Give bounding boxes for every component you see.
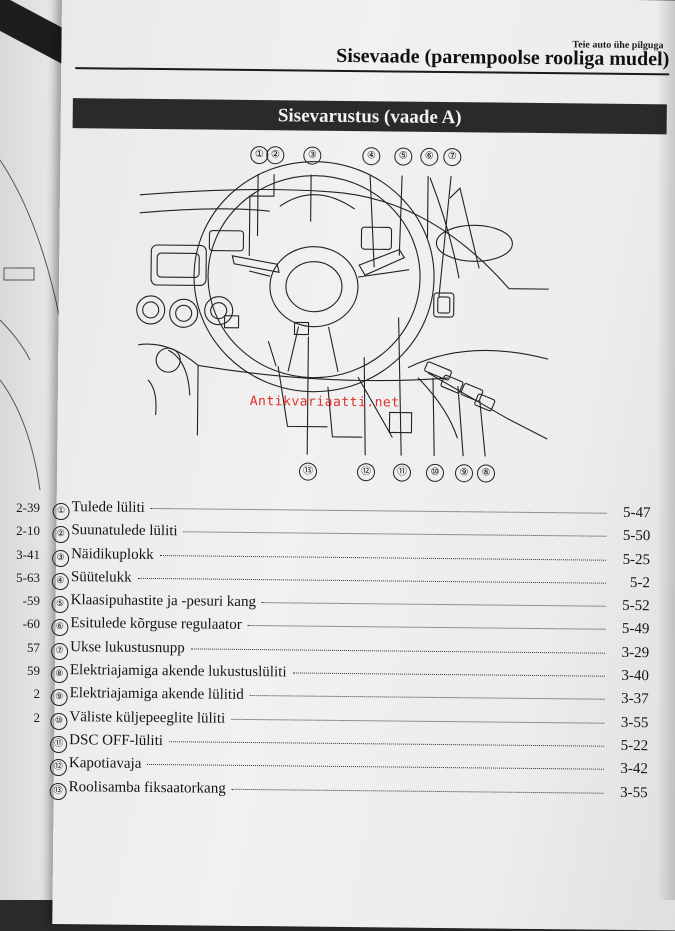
callout-6: ⑥ <box>420 147 439 166</box>
index-leader-dots <box>150 507 607 514</box>
index-page-ref: 5-2 <box>629 574 650 592</box>
index-page-ref: 3-55 <box>620 784 648 801</box>
index-leader-dots <box>147 764 604 770</box>
left-page-drawing <box>0 159 61 491</box>
callout-11: ⑪ <box>392 463 412 482</box>
callout-9: ⑨ <box>454 464 474 483</box>
index-label: Kapotiavaja <box>68 755 142 773</box>
left-num: 59 <box>27 663 40 679</box>
index-label: Näidikuplokk <box>71 545 154 563</box>
index-label: Klaasipuhastite ja -pesuri kang <box>70 592 257 611</box>
index-number: ⑫ <box>49 759 67 777</box>
index-page-ref: 3-40 <box>621 667 649 685</box>
interior-line-drawing <box>136 161 549 457</box>
index-leader-dots <box>262 602 606 607</box>
index-leader-dots <box>137 577 606 584</box>
index-number: ④ <box>51 572 69 590</box>
index-leader-dots <box>190 648 606 654</box>
callout-13: ⑬ <box>298 462 318 481</box>
callout-4: ④ <box>362 147 381 166</box>
callout-5: ⑤ <box>394 147 413 166</box>
index-leader-dots <box>231 788 604 794</box>
index-page-ref: 5-52 <box>622 598 650 615</box>
callout-2: ② <box>266 146 285 165</box>
page-title: Sisevaade (parempoolse rooliga mudel) <box>336 44 670 71</box>
index-leader-dots <box>231 718 605 724</box>
index-label: Roolisamba fiksaatorkang <box>68 778 226 797</box>
index-number: ② <box>52 526 70 544</box>
index-number: ① <box>52 502 70 521</box>
index-leader-dots <box>183 531 607 538</box>
index-number: ⑥ <box>51 619 69 637</box>
index-leader-dots <box>249 695 605 701</box>
left-num: -60 <box>22 616 40 632</box>
index-page-ref: 3-42 <box>620 761 648 778</box>
left-num: 2 <box>33 709 41 725</box>
index-label: DSC OFF-lüliti <box>69 732 164 750</box>
index-label: Suunatulede lüliti <box>71 522 178 540</box>
left-num: 3-41 <box>16 546 40 562</box>
section-header-bar: Sisevarustus (vaade A) <box>72 98 667 135</box>
index-page-ref: 5-22 <box>620 737 649 755</box>
index-page-ref: 3-55 <box>620 714 649 731</box>
index-leader-dots <box>292 672 605 677</box>
callout-7: ⑦ <box>443 148 462 167</box>
component-index: ① Tulede lüliti 5-47 ② Suunatulede lülit… <box>49 499 651 808</box>
left-num: 2-10 <box>16 523 40 539</box>
index-leader-dots <box>247 625 606 631</box>
callout-12: ⑫ <box>356 463 376 482</box>
watermark: Antikvariaatti.net <box>249 393 400 411</box>
index-page-ref: 5-49 <box>621 621 650 638</box>
index-number: ⑤ <box>51 596 69 614</box>
index-number: ⑪ <box>50 735 68 754</box>
index-label: Süütelukk <box>70 569 132 586</box>
index-page-ref: 3-37 <box>621 691 649 708</box>
index-row: ⑬ Roolisamba fiksaatorkang 3-55 <box>49 778 648 808</box>
index-page-ref: 5-25 <box>622 551 651 568</box>
left-num: 5-63 <box>16 569 40 585</box>
section-title: Sisevarustus (vaade A) <box>277 105 462 129</box>
interior-diagram <box>127 135 551 489</box>
index-page-ref: 5-47 <box>623 504 651 522</box>
index-number: ⑧ <box>50 665 68 684</box>
left-num: 57 <box>27 639 40 655</box>
index-label: Väliste küljepeeglite lüliti <box>69 708 226 727</box>
callout-10: ⑩ <box>425 463 445 483</box>
index-number: ⑦ <box>51 642 69 660</box>
callout-8: ⑧ <box>476 464 496 483</box>
page-edge-shadow <box>657 0 675 900</box>
index-page-ref: 5-50 <box>622 528 651 545</box>
left-page-numbers: 2-39 2-10 3-41 5-63 -59 -60 57 59 2 2 <box>0 500 40 733</box>
index-label: Ukse lukustusnupp <box>70 638 185 657</box>
index-label: Elektriajamiga akende lülitid <box>69 685 244 704</box>
callout-3: ③ <box>303 146 322 165</box>
left-num: -59 <box>22 593 40 609</box>
index-label: Esitulede kõrguse regulaator <box>70 615 242 634</box>
index-number: ⑬ <box>49 782 67 800</box>
index-number: ⑩ <box>50 712 68 730</box>
index-number: ③ <box>52 549 70 567</box>
left-num: 2-39 <box>16 500 40 515</box>
index-number: ⑨ <box>50 689 68 707</box>
index-leader-dots <box>159 554 607 561</box>
index-label: Elektriajamiga akende lukustuslüliti <box>69 662 287 681</box>
index-label: Tulede lüliti <box>71 499 145 516</box>
index-leader-dots <box>168 741 605 747</box>
manual-page: Teie auto ühe pilguga Sisevaade (parempo… <box>49 0 675 931</box>
left-num: 2 <box>33 686 41 702</box>
index-page-ref: 3-29 <box>621 644 650 661</box>
